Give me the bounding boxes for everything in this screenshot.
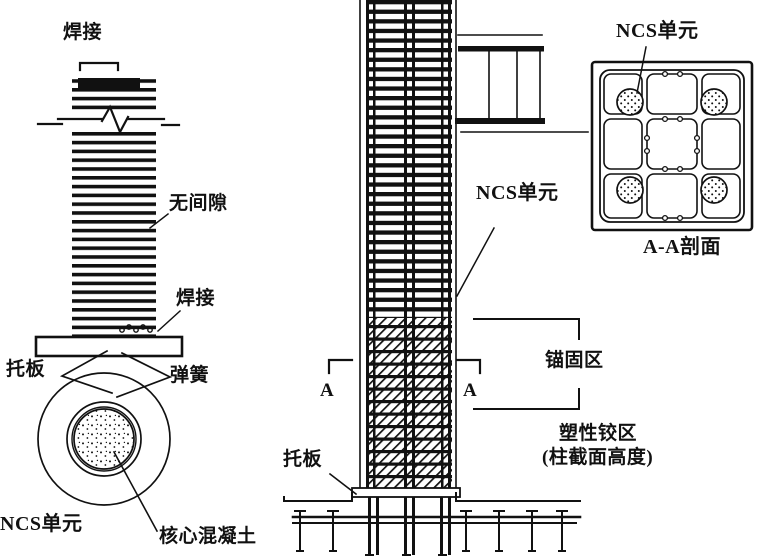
spring-outer-circle (37, 372, 171, 506)
foundation-dowels (294, 510, 568, 552)
top-weld-bar (78, 78, 140, 88)
anchorage-bracket-bottom (473, 388, 580, 410)
label-anchorage-zone: 锚固区 (545, 350, 604, 371)
weld-bracket (78, 61, 120, 72)
section-inner-square (599, 69, 745, 223)
column-ties (366, 0, 452, 318)
label-section-a-right: A (463, 380, 478, 401)
section-mark-left (327, 358, 354, 375)
anchorage-ties (366, 318, 452, 488)
label-section-caption: A-A剖面 (643, 236, 722, 258)
label-plastic-hinge-note: (柱截面高度) (542, 447, 654, 468)
column-base-plate (351, 487, 461, 498)
spring-inner-ring2 (71, 406, 137, 472)
anchorage-bracket-top (473, 318, 580, 340)
section-outer-square (590, 60, 754, 232)
plate-leader-arrow (59, 349, 114, 395)
bottom-weld-dots (119, 324, 153, 333)
spring-leader-arrow (115, 351, 173, 399)
label-plate-mid: 托板 (283, 449, 323, 470)
label-ncs-unit-mid: NCS单元 (476, 182, 559, 204)
bearing-plate (34, 335, 184, 358)
label-weld-top: 焊接 (63, 22, 103, 43)
label-no-gap: 无间隙 (169, 193, 228, 214)
weld-bottom-leader (156, 309, 182, 333)
label-plate-left: 托板 (6, 359, 46, 380)
beam-stirrups (488, 50, 541, 120)
plate-leader-mid (328, 472, 358, 496)
no-gap-leader (148, 212, 170, 230)
label-ncs-unit-right: NCS单元 (616, 20, 699, 42)
column-elevation-drawing (283, 0, 589, 556)
label-weld-bottom: 焊接 (176, 288, 216, 309)
core-concrete-leader (112, 450, 159, 533)
label-core-concrete: 核心混凝土 (159, 526, 257, 547)
ncs-unit-circles (616, 88, 728, 204)
section-a-a-drawing (590, 46, 754, 232)
floor-line-right (455, 492, 581, 502)
anchored-column-bars (368, 497, 451, 555)
ncs-unit-leader-right (636, 46, 647, 94)
label-section-a-left: A (320, 380, 335, 401)
column-longitudinal-bars (366, 0, 451, 490)
beam-top-chord (458, 46, 544, 52)
beam-bottom-chord (455, 118, 545, 124)
rebar-notches (643, 70, 701, 222)
break-zigzag (100, 104, 130, 135)
spring-inner-ring (66, 401, 142, 477)
break-line (36, 117, 104, 126)
ncs-unit-elevation-drawing (34, 61, 184, 533)
floor-line-left (283, 492, 353, 502)
label-spring: 弹簧 (170, 365, 210, 386)
core-concrete-circle (73, 408, 135, 470)
section-mark-right (455, 358, 482, 375)
label-ncs-unit-left: NCS单元 (0, 513, 83, 535)
ncs-unit-leader-mid (455, 226, 496, 298)
label-plastic-hinge: 塑性铰区 (559, 423, 638, 444)
break-line-right (126, 117, 181, 127)
